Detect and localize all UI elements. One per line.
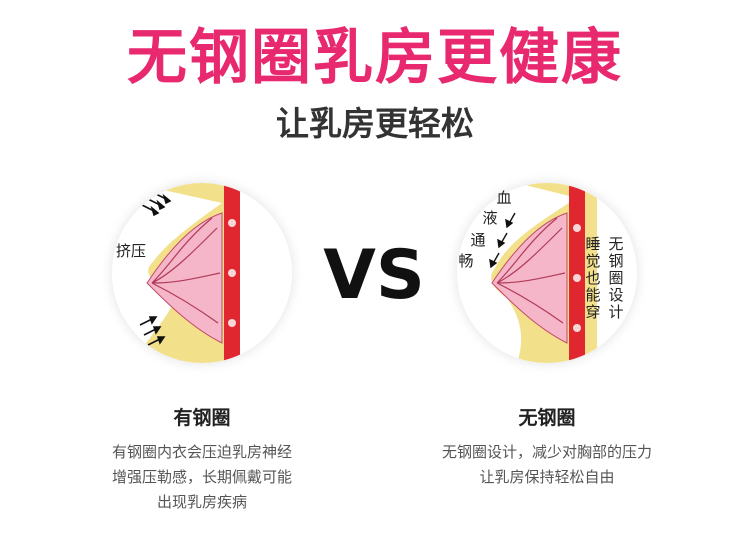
arrow-icon — [489, 212, 516, 269]
diagram-with-wire — [112, 183, 292, 363]
caption-title-right: 无钢圈 — [518, 407, 576, 429]
breast-anatomy-illustration — [457, 183, 637, 363]
vs-text: VS — [323, 236, 425, 315]
caption-title-left: 有钢圈 — [173, 407, 231, 429]
page-subtitle: 让乳房更轻松 — [276, 104, 474, 143]
breast-anatomy-illustration — [112, 183, 292, 363]
squeeze-label: 挤压 — [116, 242, 147, 260]
vertical-text-design: 无钢圈设计 — [608, 235, 624, 321]
diagram-no-wire — [457, 183, 637, 363]
flow-char-1: 血 — [496, 189, 512, 207]
caption-text-right: 无钢圈设计，减少对胸部的压力 让乳房保持轻松自由 — [441, 443, 652, 486]
flow-char-3: 通 — [470, 231, 486, 249]
flow-char-2: 液 — [482, 209, 498, 227]
page-title: 无钢圈乳房更健康 — [127, 23, 623, 93]
flow-char-4: 畅 — [458, 252, 474, 270]
caption-text-left: 有钢圈内衣会压迫乳房神经 增强压勒感，长期佩戴可能 出现乳房疾病 — [111, 443, 292, 511]
vertical-text-sleep: 睡觉也能穿 — [585, 235, 601, 321]
